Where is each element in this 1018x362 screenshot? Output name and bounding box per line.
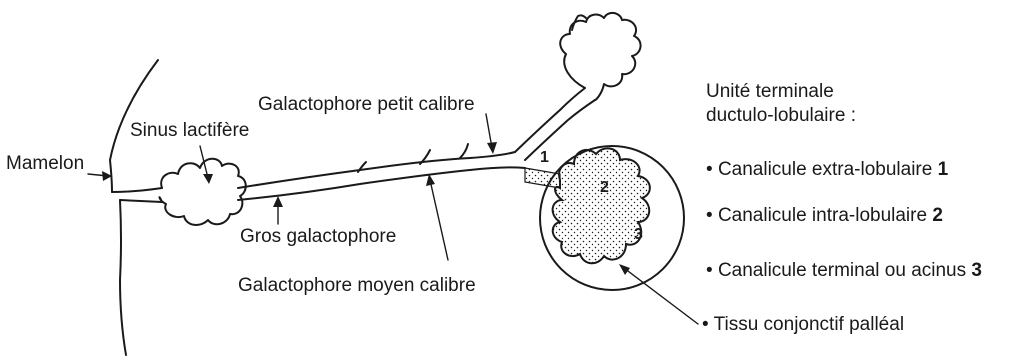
legend-item-number: 1	[938, 159, 949, 180]
upper-branch-left	[515, 88, 585, 152]
legend-item-text: Canalicule extra-lobulaire	[718, 159, 932, 180]
sinus-lactifere	[159, 159, 245, 225]
legend-title-line2: ductulo-lobulaire :	[706, 105, 856, 126]
nipple-duct-top	[112, 188, 162, 192]
legend-item-number: 2	[932, 205, 943, 226]
label-gros-galactophore: Gros galactophore	[240, 226, 396, 247]
legend-item-intra-lobulaire: • Canalicule intra-lobulaire 2	[706, 205, 943, 226]
legend-item-number: 3	[971, 260, 982, 281]
legend-bullet: •	[706, 260, 713, 281]
label-sinus-lactifere: Sinus lactifère	[130, 120, 249, 141]
legend-item-text: Canalicule intra-lobulaire	[718, 205, 927, 226]
label-galactophore-petit-calibre: Galactophore petit calibre	[258, 94, 475, 115]
marker-2: 2	[600, 179, 609, 196]
legend-bullet: •	[706, 205, 713, 226]
upper-lobule-tip	[572, 15, 586, 30]
tissu-bullet: •	[702, 314, 709, 335]
label-mamelon: Mamelon	[6, 153, 84, 174]
legend-title-line1: Unité terminale	[706, 81, 834, 102]
intralobular-lobule	[553, 148, 650, 263]
legend-item-terminal-acinus: • Canalicule terminal ou acinus 3	[706, 260, 982, 281]
legend-bullet: •	[706, 159, 713, 180]
main-duct-lower	[238, 167, 525, 200]
legend-item-text: Canalicule terminal ou acinus	[718, 260, 966, 281]
extra-lobular-canalicule	[525, 168, 560, 188]
nipple-duct-bottom	[120, 200, 162, 202]
marker-1: 1	[540, 149, 549, 166]
skin-outline-lower	[120, 200, 126, 355]
side-branch-3	[460, 144, 468, 158]
label-galactophore-moyen-calibre: Galactophore moyen calibre	[238, 275, 476, 296]
mamelon-arrow	[88, 171, 112, 181]
label-tissu-conjonctif: • Tissu conjonctif palléal	[702, 314, 904, 335]
marker-3: 3	[634, 226, 643, 243]
gros-galactophore-arrow	[273, 196, 283, 224]
tissu-text: Tissu conjonctif palléal	[714, 314, 904, 335]
moyen-calibre-arrow	[426, 174, 448, 260]
legend-item-extra-lobulaire: • Canalicule extra-lobulaire 1	[706, 159, 949, 180]
petit-calibre-arrow	[486, 114, 497, 154]
